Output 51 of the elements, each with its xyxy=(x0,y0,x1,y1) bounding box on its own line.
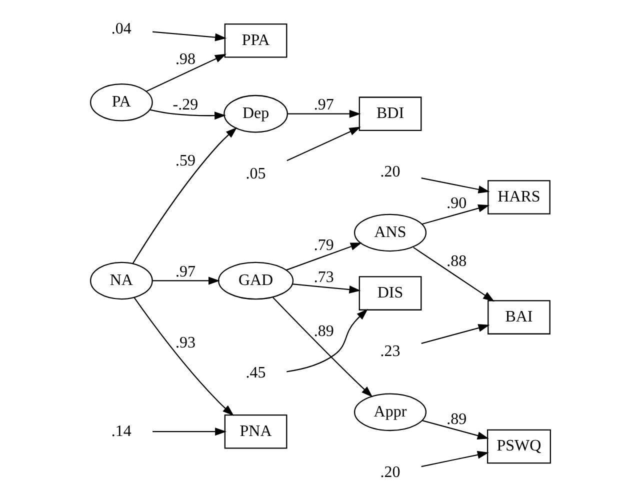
arrow xyxy=(146,54,226,92)
node-box: PNA xyxy=(224,414,288,449)
arrow xyxy=(286,308,368,372)
node-text: .14 xyxy=(111,422,132,440)
arrow xyxy=(421,324,490,344)
edge-label: .98 xyxy=(175,50,196,68)
edge-label: .89 xyxy=(446,410,467,428)
edge-label: .97 xyxy=(314,96,334,114)
arrow xyxy=(152,31,227,42)
arrow xyxy=(421,178,490,194)
node-ellipse: NA xyxy=(90,262,153,300)
node-text: .20 xyxy=(380,163,400,180)
node-box: PSWQ xyxy=(486,429,551,464)
node-ellipse: Dep xyxy=(224,94,288,133)
edge-label: .97 xyxy=(175,263,196,280)
node-text: .04 xyxy=(111,20,132,38)
edge-label: .88 xyxy=(446,253,467,270)
edge-label: -.29 xyxy=(172,96,198,114)
arrow xyxy=(286,242,362,271)
arrow xyxy=(152,276,220,285)
arrow xyxy=(286,126,361,162)
arrow xyxy=(422,204,490,225)
node-ellipse: PA xyxy=(90,84,153,122)
node-text: .23 xyxy=(380,342,400,360)
arrow xyxy=(134,297,234,416)
arrow xyxy=(152,428,227,436)
arrow xyxy=(422,420,489,440)
node-box: BDI xyxy=(358,96,422,131)
arrow xyxy=(413,246,494,302)
node-ellipse: Appr xyxy=(354,393,427,432)
arrow xyxy=(150,109,226,120)
edge-label: .73 xyxy=(314,269,334,286)
node-text: .05 xyxy=(246,166,266,183)
node-ellipse: GAD xyxy=(218,262,294,300)
node-text: .20 xyxy=(380,464,400,481)
edge-label: .59 xyxy=(175,152,196,170)
node-box: PPA xyxy=(224,24,288,58)
node-text: .45 xyxy=(246,364,266,382)
edge-label: .79 xyxy=(314,237,334,254)
node-ellipse: ANS xyxy=(354,214,427,252)
edge-label: .90 xyxy=(446,194,467,212)
arrow xyxy=(288,110,361,118)
arrow xyxy=(272,297,373,398)
arrow xyxy=(292,284,361,294)
edge-label: .93 xyxy=(175,334,196,352)
arrow xyxy=(132,127,238,264)
arrow xyxy=(421,450,489,468)
node-box: HARS xyxy=(488,180,550,214)
edge-label: .89 xyxy=(314,322,334,340)
node-box: BAI xyxy=(488,300,550,334)
node-box: DIS xyxy=(358,276,422,310)
